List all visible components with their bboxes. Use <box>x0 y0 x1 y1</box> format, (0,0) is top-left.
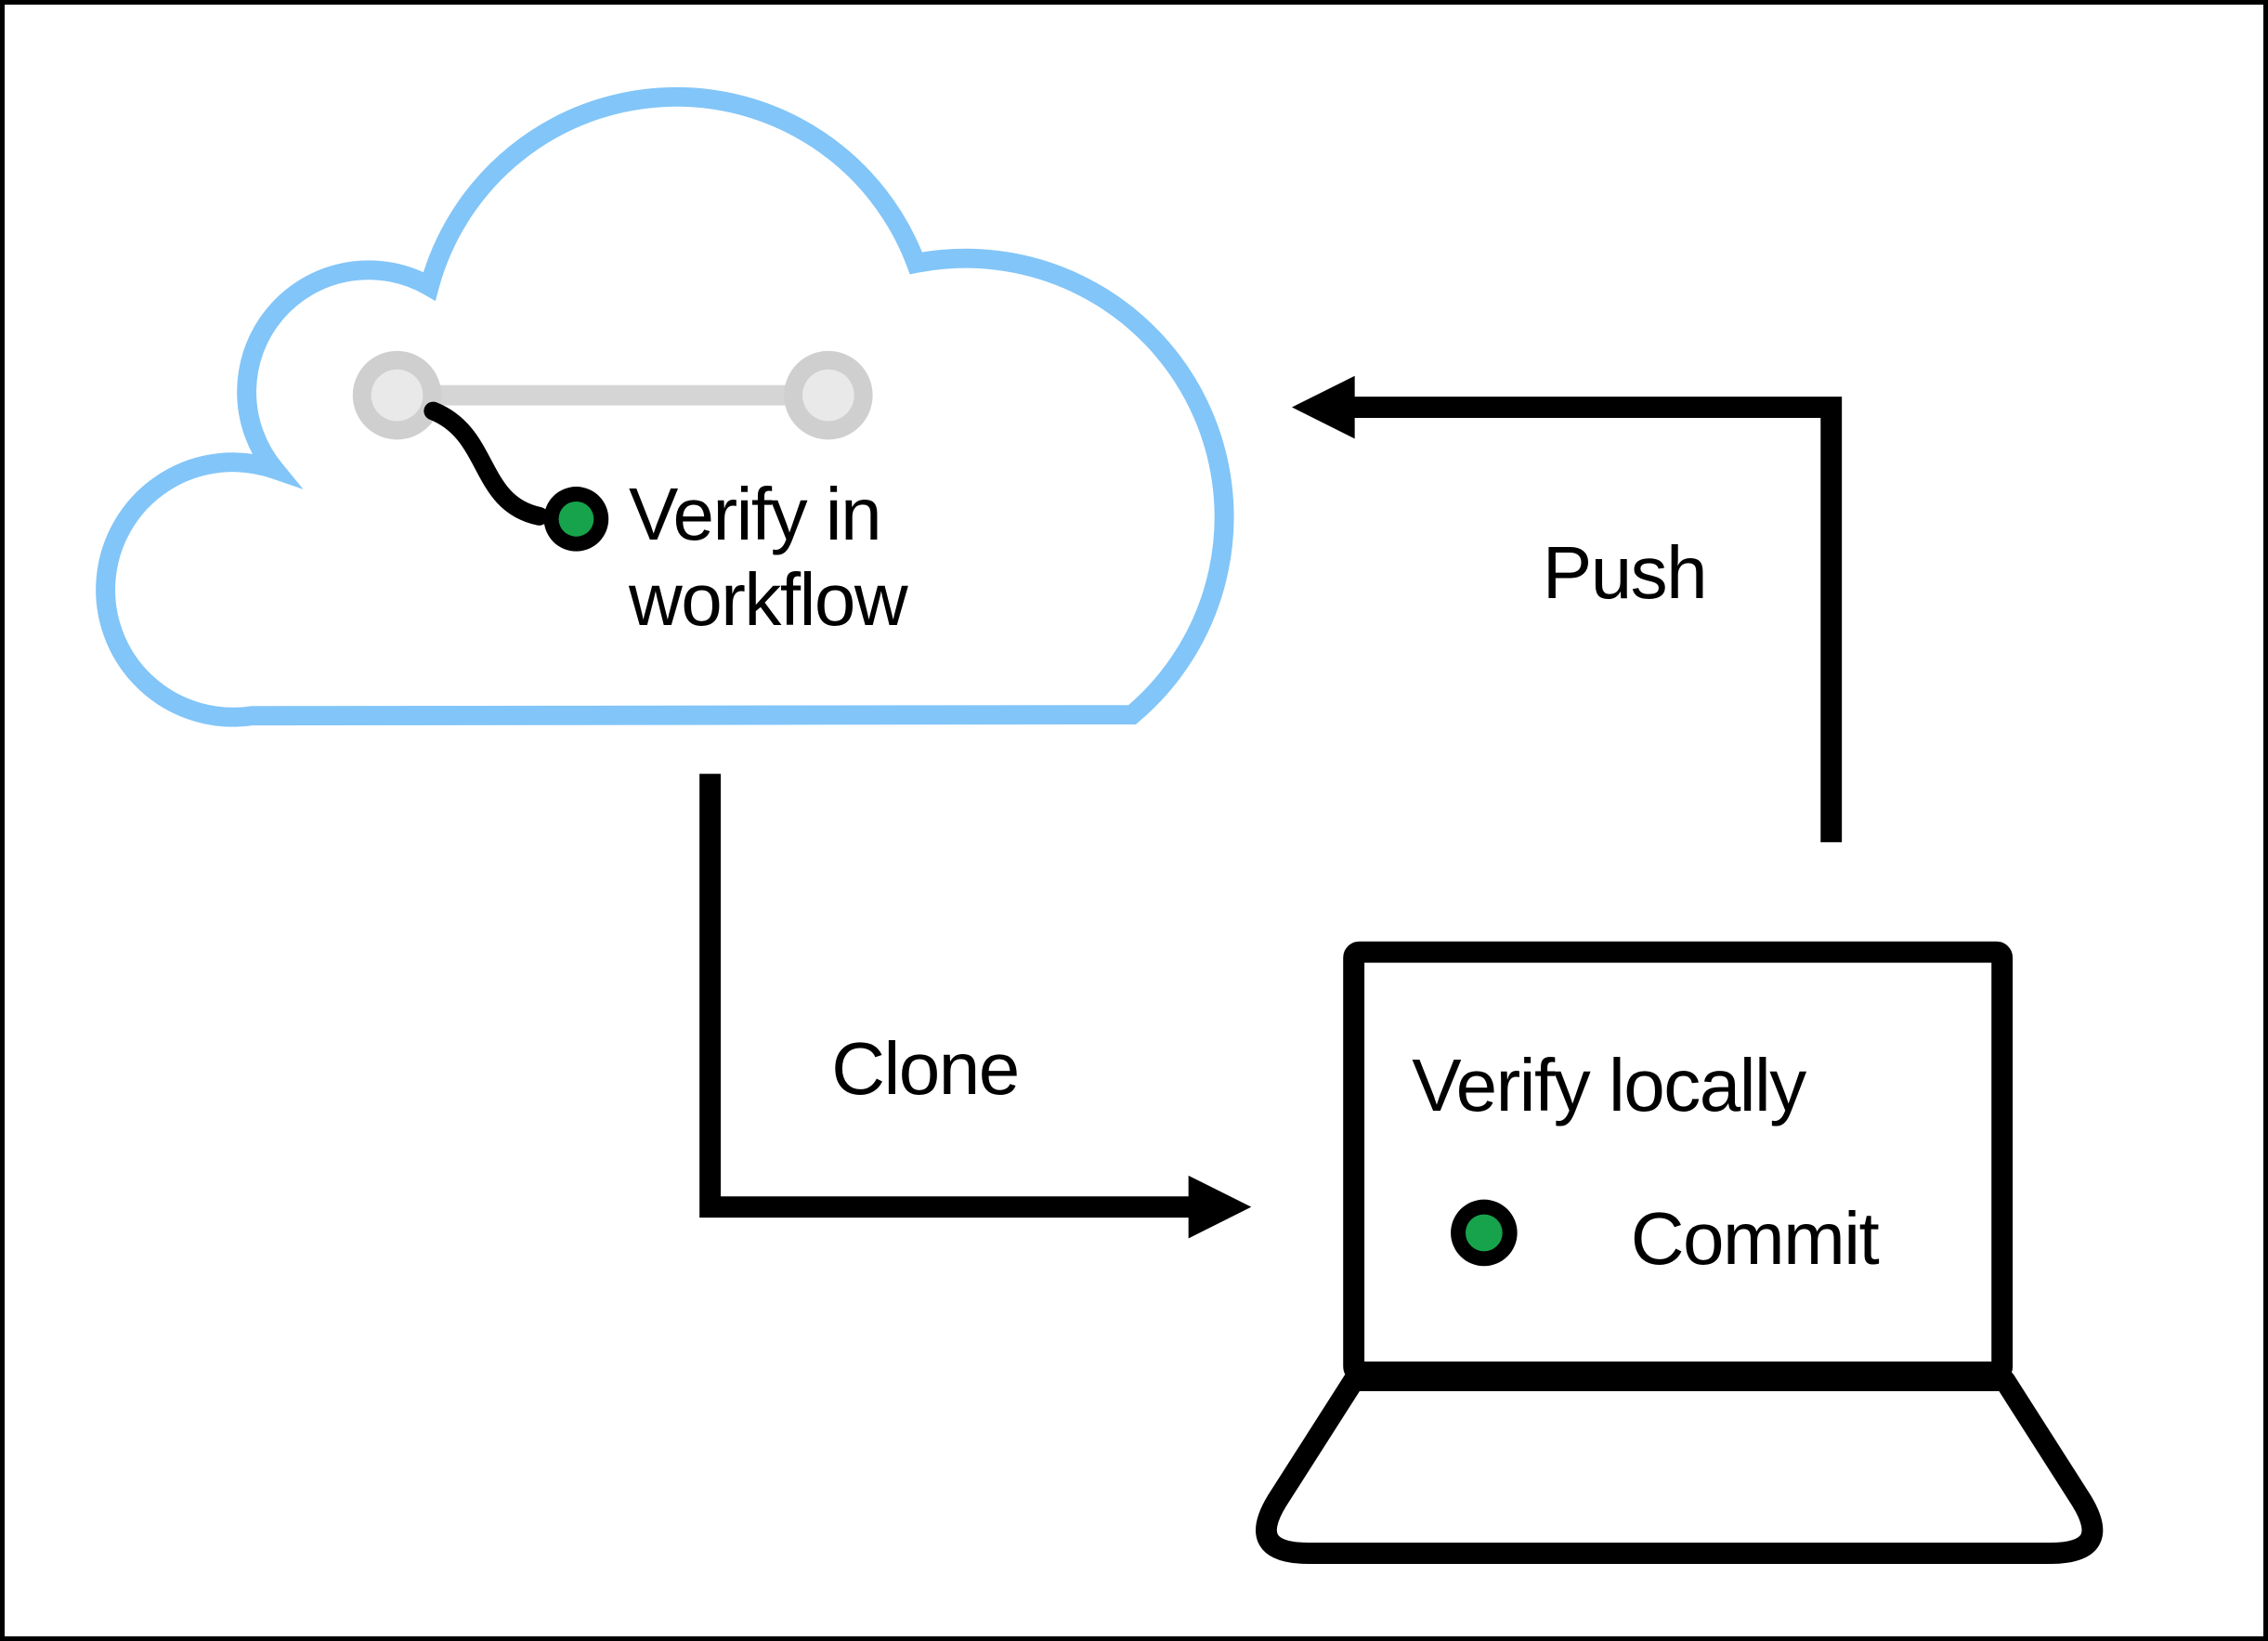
laptop-label: Verify locally <box>1412 1044 1806 1127</box>
cloud-label-line2: workflow <box>629 558 908 641</box>
branch-node-right-inner <box>802 369 854 422</box>
commit-label: Commit <box>1630 1197 1880 1280</box>
push-label: Push <box>1542 531 1708 614</box>
clone-arrow <box>699 774 1252 1239</box>
cloud-label-line1: Verify in <box>629 473 882 555</box>
branch-curve <box>424 401 549 526</box>
branch-node-left-inner <box>371 369 424 422</box>
local-commit-dot <box>1465 1214 1503 1252</box>
diagram-graphics <box>96 86 2104 1564</box>
push-arrow-line <box>1347 397 1843 842</box>
clone-arrow-line <box>699 774 1196 1218</box>
push-arrow <box>1292 375 1843 842</box>
workflow-commit-dot <box>558 501 594 537</box>
git-branch-icon <box>352 350 873 552</box>
push-arrowhead-icon <box>1292 375 1355 439</box>
laptop-screen <box>1343 941 2014 1384</box>
cloud-icon <box>96 86 1234 727</box>
branch-connector-bar <box>397 384 828 406</box>
clone-label: Clone <box>831 1027 1020 1110</box>
laptop-base <box>1256 1370 2104 1564</box>
clone-arrowhead-icon <box>1188 1175 1252 1239</box>
laptop-icon <box>1256 941 2104 1564</box>
